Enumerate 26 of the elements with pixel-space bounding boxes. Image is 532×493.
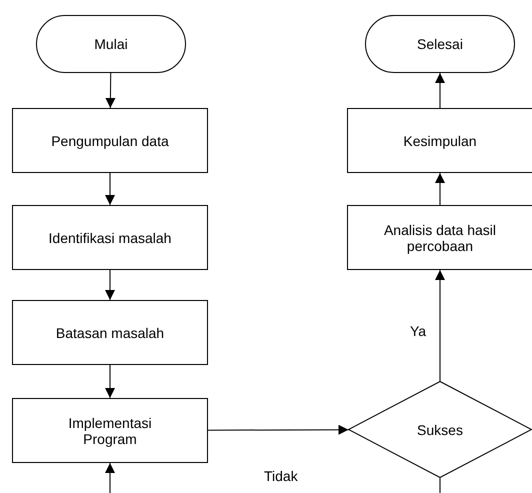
node-label: Pengumpulan data bbox=[50, 132, 170, 148]
node-label: Batasan masalah bbox=[54, 324, 166, 340]
process-box bbox=[12, 398, 208, 463]
node-label: Kesimpulan bbox=[402, 132, 478, 148]
arrow bbox=[435, 72, 445, 108]
node-label: Analisis data hasil percobaan bbox=[382, 222, 498, 254]
process-box bbox=[12, 108, 208, 173]
process-box bbox=[347, 205, 532, 270]
process-box bbox=[347, 108, 532, 173]
arrow bbox=[435, 172, 445, 206]
edge-label: Ya bbox=[408, 323, 428, 339]
process-box bbox=[12, 205, 208, 270]
branch-label: Tidak bbox=[262, 468, 300, 484]
arrow bbox=[105, 462, 115, 493]
arrow bbox=[208, 424, 350, 435]
node-label: Mulai bbox=[93, 36, 129, 52]
arrow bbox=[435, 270, 445, 382]
arrow bbox=[105, 72, 116, 108]
node-label: Identifikasi masalah bbox=[48, 230, 172, 246]
process-box bbox=[12, 300, 208, 365]
arrow bbox=[105, 270, 115, 300]
node-label: Selesai bbox=[416, 36, 464, 52]
arrow bbox=[105, 172, 115, 206]
node-label: Sukses bbox=[416, 422, 464, 438]
arrow bbox=[105, 364, 115, 398]
node-label: Implementasi Program bbox=[67, 414, 153, 446]
